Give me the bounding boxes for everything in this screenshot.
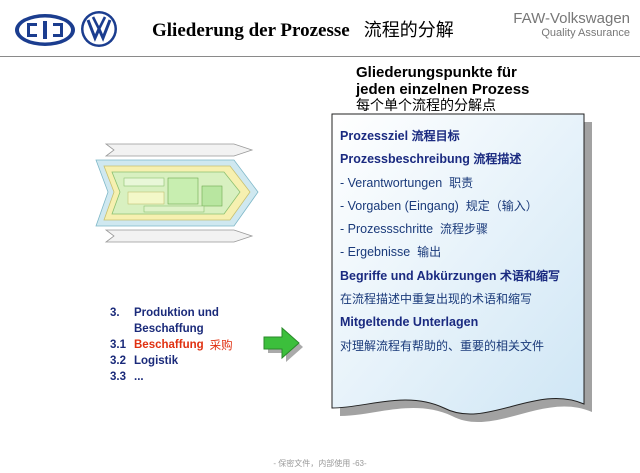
paper-item: Prozessziel 流程目标	[340, 128, 590, 144]
paper-item-de: Prozessbeschreibung	[340, 152, 470, 167]
section-heading-line2: jeden einzelnen Prozess	[356, 81, 530, 98]
slide-title-de: Gliederung der Prozesse	[152, 20, 350, 41]
slide-title: Gliederung der Prozesse 流程的分解	[152, 16, 454, 42]
chapter-item: 3.2 Logistik	[110, 354, 233, 368]
header-divider	[0, 56, 640, 57]
paper-item-cn: 在流程描述中重复出现的术语和缩写	[340, 292, 533, 307]
paper-item-cn: 流程描述	[473, 152, 522, 167]
section-heading: Gliederungspunkte für jeden einzelnen Pr…	[356, 64, 529, 115]
paper-item-de: Mitgeltende Unterlagen	[340, 315, 479, 330]
brand-subtitle: Quality Assurance	[541, 27, 630, 39]
paper-item: 在流程描述中重复出现的术语和缩写	[340, 291, 590, 307]
slide-title-cn: 流程的分解	[363, 20, 454, 41]
paper-item: - Ergebnisse 输出	[340, 244, 590, 260]
paper-item: Prozessbeschreibung 流程描述	[340, 151, 590, 167]
vw-logo-icon	[81, 11, 117, 47]
chapter-item: 3. Produktion und	[110, 306, 233, 320]
section-heading-line3: 每个单个流程的分解点	[356, 98, 496, 114]
chapter-number	[110, 322, 134, 336]
paper-item: 对理解流程有帮助的、重要的相关文件	[340, 338, 590, 354]
faw-logo-icon	[15, 14, 75, 46]
paper-item-de: - Vorgaben (Eingang)	[340, 198, 459, 213]
document-paper-shape	[331, 113, 592, 423]
green-arrow-icon	[263, 326, 303, 362]
section-heading-line1: Gliederungspunkte für	[356, 64, 517, 81]
brand-name: FAW-Volkswagen	[513, 10, 630, 27]
chapter-number: 3.1	[110, 339, 126, 351]
paper-item-de: - Prozessschritte	[340, 222, 434, 237]
process-diagram-icon	[95, 143, 259, 243]
chapter-label-cn: 采购	[209, 338, 233, 352]
paper-item-cn: 术语和缩写	[499, 268, 560, 283]
paper-item-de: - Verantwortungen	[340, 175, 443, 190]
paper-item: - Vorgaben (Eingang) 规定（输入）	[340, 198, 590, 214]
chapter-label: ...	[134, 371, 144, 383]
chapter-label: Beschaffung	[134, 339, 204, 351]
paper-item-cn: 流程目标	[411, 129, 460, 143]
paper-item: Begriffe und Abkürzungen 术语和缩写	[340, 268, 590, 284]
chapter-label: Produktion und	[134, 307, 219, 319]
paper-item-cn: 对理解流程有帮助的、重要的相关文件	[340, 338, 545, 353]
chapter-list: 3. Produktion und Beschaffung 3.1 Beschaff…	[110, 306, 233, 386]
paper-item: - Verantwortungen 职责	[340, 175, 590, 191]
paper-item-de: Prozessziel	[340, 129, 409, 143]
paper-item-de: Begriffe und Abkürzungen	[340, 268, 497, 283]
chapter-label: Logistik	[134, 355, 179, 367]
paper-item-cn: 流程步骤	[440, 222, 489, 237]
chapter-number: 3.2	[110, 355, 126, 367]
chapter-label: Beschaffung	[134, 323, 204, 335]
paper-item-cn: 职责	[449, 175, 474, 190]
paper-item-de: - Ergebnisse	[340, 245, 411, 260]
brand-block: FAW-Volkswagen Quality Assurance	[513, 10, 630, 39]
page-footer: - 保密文件，内部使用 -63-	[273, 459, 367, 468]
chapter-item-active: 3.1 Beschaffung 采购	[110, 338, 233, 352]
chapter-item: Beschaffung	[110, 322, 233, 336]
paper-item-cn: 规定（输入）	[465, 198, 538, 213]
paper-content: Prozessziel 流程目标 Prozessbeschreibung 流程描…	[340, 128, 590, 361]
paper-item-cn: 输出	[417, 245, 442, 260]
chapter-number: 3.3	[110, 371, 126, 383]
paper-item: - Prozessschritte 流程步骤	[340, 221, 590, 237]
chapter-item: 3.3...	[110, 370, 233, 384]
paper-item: Mitgeltende Unterlagen	[340, 314, 590, 330]
chapter-number: 3.	[110, 307, 120, 319]
